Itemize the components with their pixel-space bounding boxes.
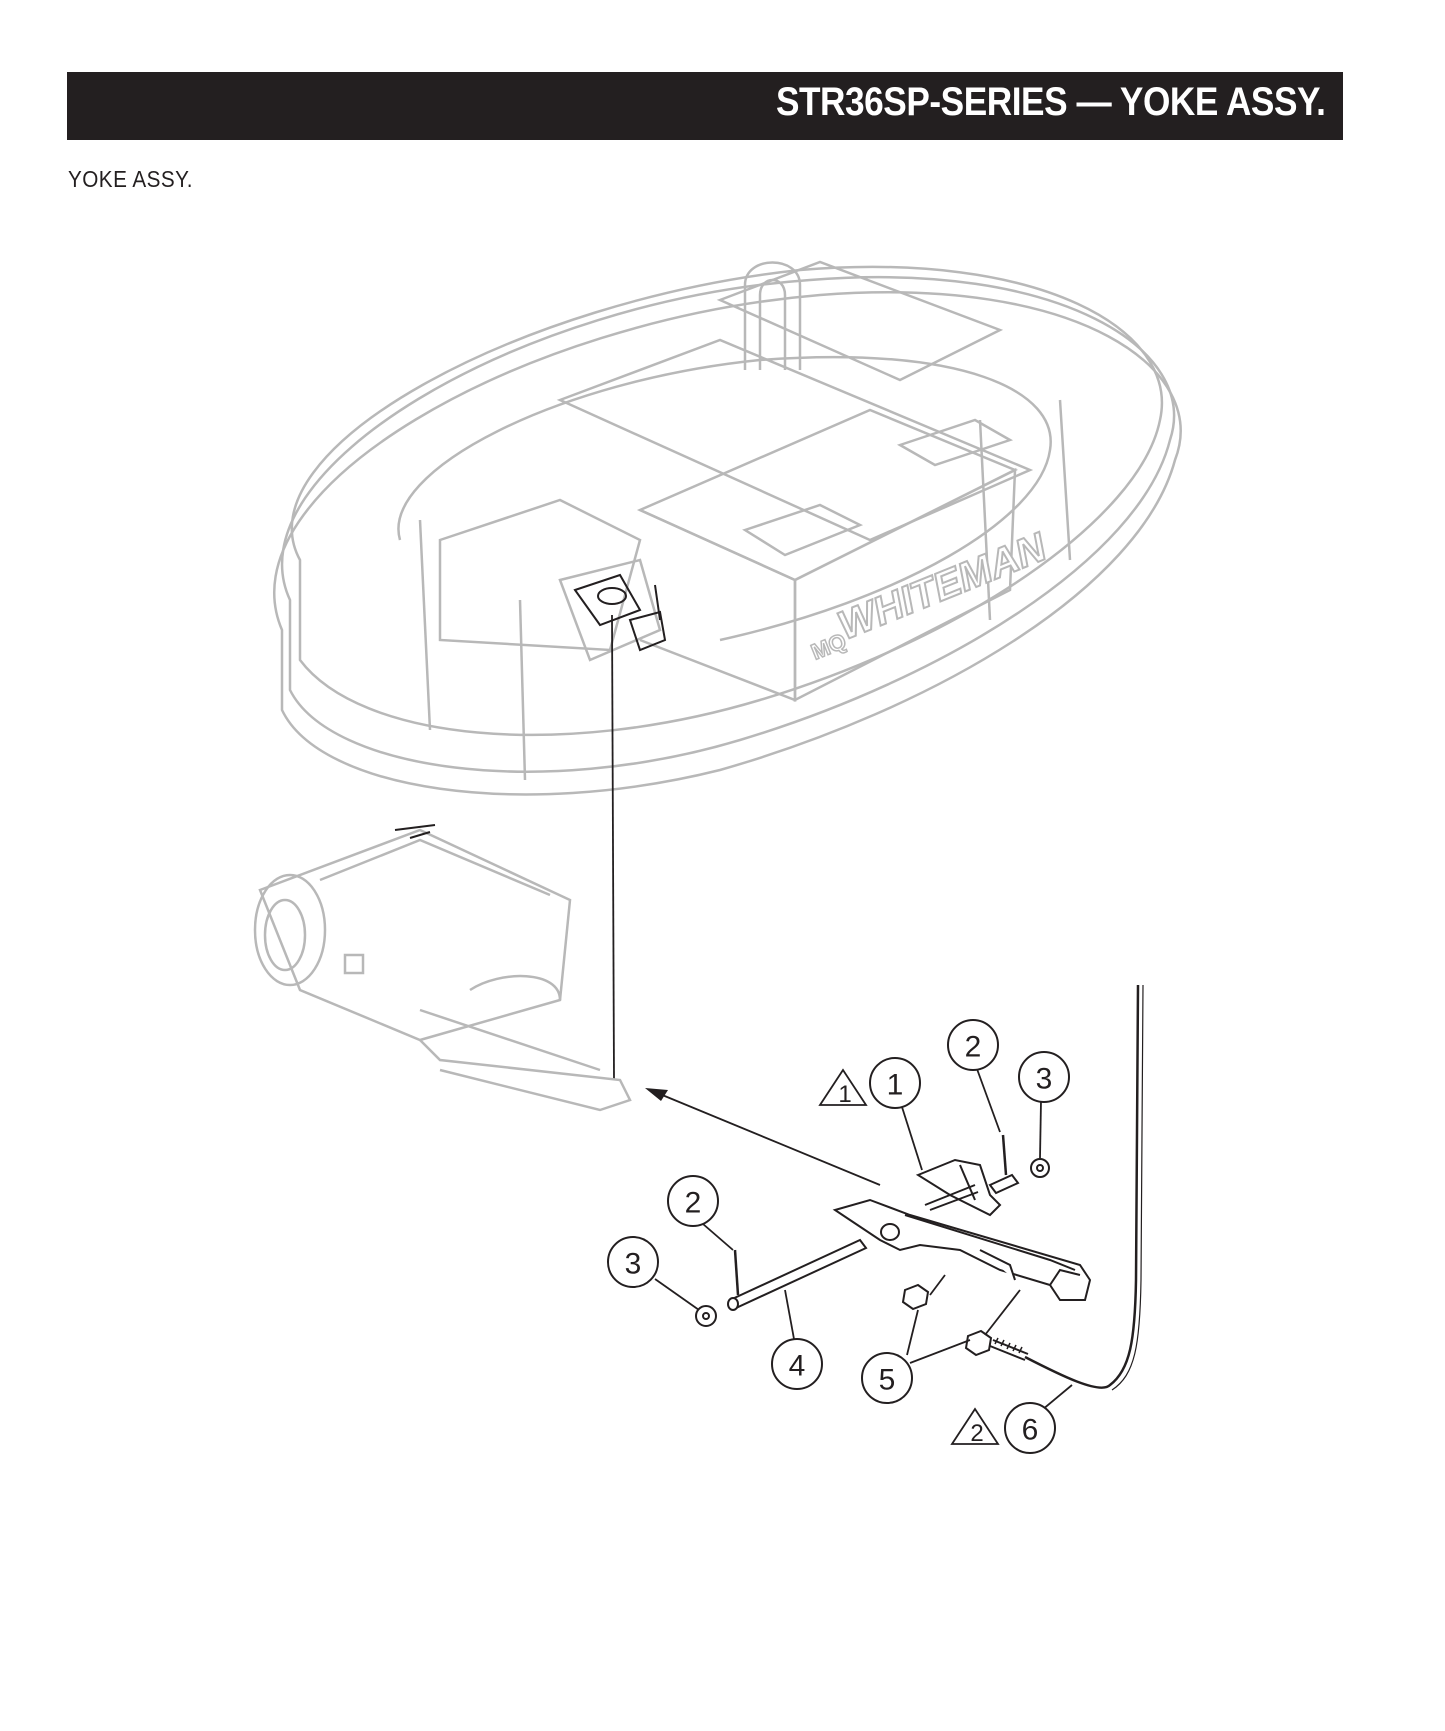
svg-text:3: 3 [625, 1248, 642, 1281]
nut-2 [964, 1329, 993, 1357]
section-label: YOKE ASSY. [68, 166, 193, 192]
yoke-mount-detail [573, 573, 667, 652]
svg-text:5: 5 [879, 1364, 896, 1397]
svg-text:6: 6 [1022, 1414, 1039, 1447]
callout-2-upper: 2 [947, 1019, 999, 1071]
callout-6: 6 [1004, 1402, 1056, 1454]
brand-logo: WHITEMAN MQ [807, 524, 1055, 666]
note-triangle-1: 1 [818, 1068, 868, 1108]
callout-3-upper: 3 [1018, 1051, 1070, 1103]
yoke-body [832, 1198, 1092, 1301]
svg-text:1: 1 [887, 1069, 904, 1102]
callout-2-lower: 2 [667, 1175, 719, 1227]
header-bar: STR36SP-SERIES — YOKE ASSY. [67, 72, 1343, 140]
page-title: STR36SP-SERIES — YOKE ASSY. [775, 80, 1325, 124]
callout-1: 1 [869, 1057, 921, 1109]
brand-text: WHITEMAN [832, 525, 1053, 649]
leader-line-vertical [611, 614, 615, 1081]
note-triangle-2: 2 [950, 1407, 1000, 1447]
nut-1 [901, 1283, 930, 1311]
threaded-rod [989, 1337, 1029, 1361]
callout-4: 4 [771, 1338, 823, 1390]
trowel-machine-illustration [273, 260, 1182, 796]
yoke-parts [695, 1134, 1092, 1361]
control-cable [1024, 984, 1140, 1389]
callout-leaders [654, 1068, 1073, 1421]
gearbox-highlight-teeth [394, 824, 436, 839]
gearbox-illustration [253, 828, 632, 1112]
svg-text:2: 2 [685, 1187, 702, 1220]
yoke-arm-upper [915, 1158, 1002, 1217]
svg-text:2: 2 [970, 1420, 983, 1447]
long-pin [728, 1238, 868, 1310]
svg-text:4: 4 [789, 1350, 806, 1383]
svg-text:3: 3 [1036, 1063, 1053, 1096]
svg-text:1: 1 [838, 1081, 851, 1108]
assembly-direction-arrow [645, 1088, 881, 1186]
callout-5: 5 [861, 1352, 913, 1404]
callout-3-lower: 3 [607, 1236, 659, 1288]
svg-text:2: 2 [965, 1031, 982, 1064]
pin-upper [988, 1173, 1020, 1195]
